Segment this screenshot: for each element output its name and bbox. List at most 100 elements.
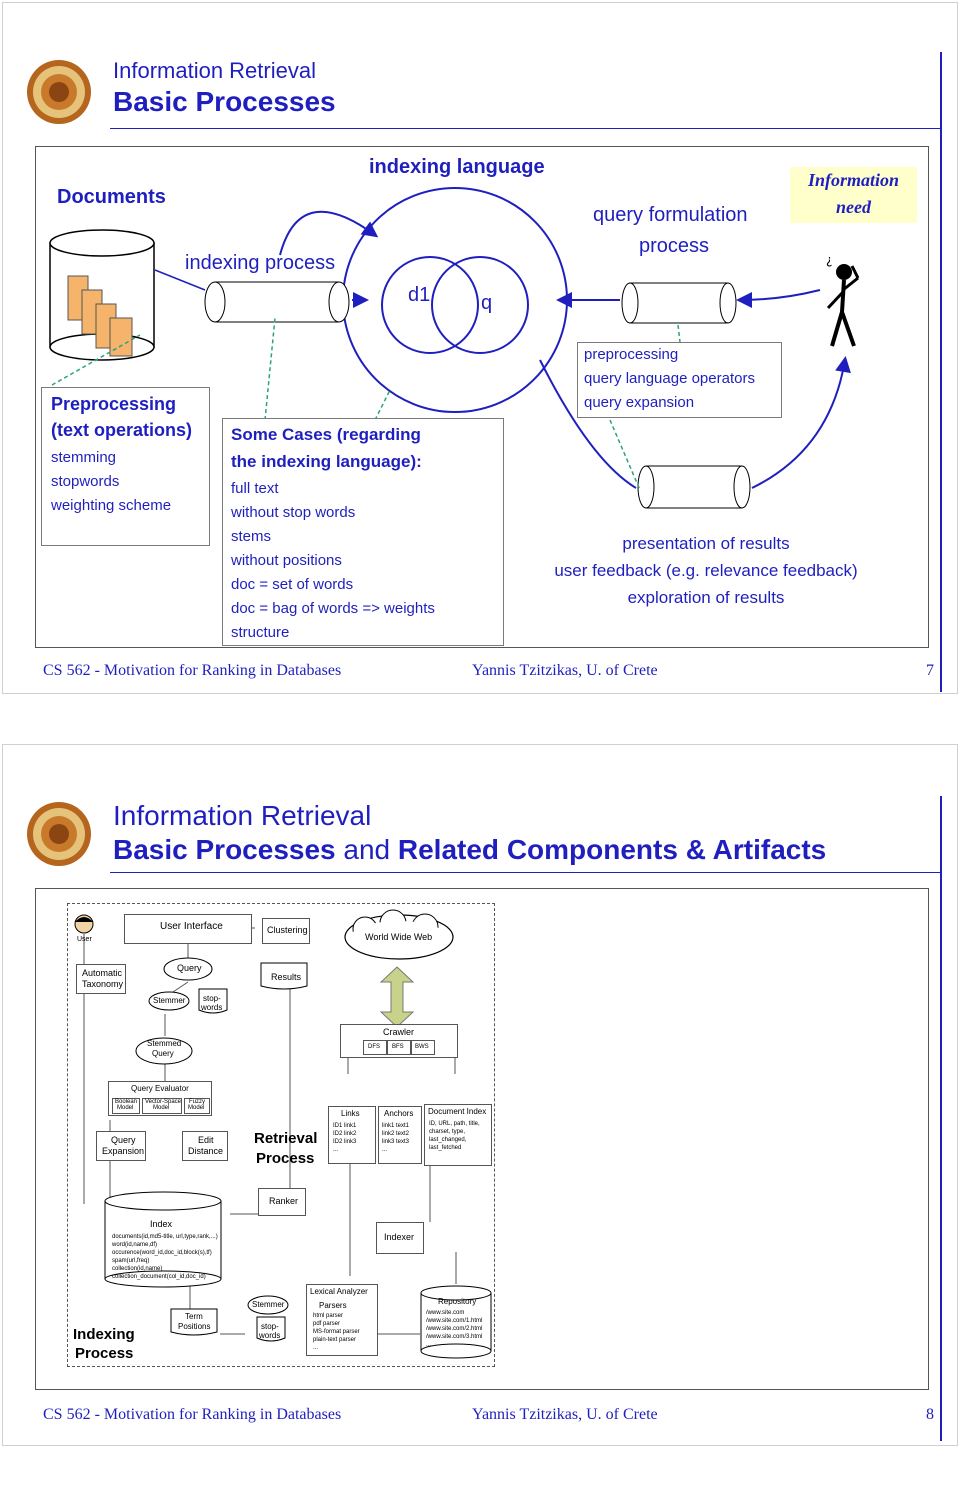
world-wide-web-label: World Wide Web xyxy=(365,932,433,942)
stopwords-indexing-label-1: stop- xyxy=(261,1322,279,1331)
index-row: occurence(word_id,doc_id,block(s),tf) xyxy=(112,1250,212,1256)
repository-row: /www.site.com/1.html xyxy=(426,1318,483,1324)
anchors-row: link1 text1 xyxy=(382,1123,410,1129)
slide-2-title: Basic Processes and Related Components &… xyxy=(113,834,826,866)
indexing-process-label-2: Process xyxy=(75,1345,134,1362)
edit-distance-label-2: Distance xyxy=(188,1146,224,1156)
parser-row: pdf parser xyxy=(313,1321,341,1327)
index-row: spam(url,freq) xyxy=(112,1258,150,1264)
bws-box: BWS xyxy=(411,1040,435,1055)
indexing-language-label: indexing language xyxy=(369,156,545,178)
case-item: structure xyxy=(231,624,290,641)
slide-1-footer-course: CS 562 - Motivation for Ranking in Datab… xyxy=(43,662,342,679)
links-row: ... xyxy=(333,1147,339,1153)
repository-row: /www.site.com/2.html xyxy=(426,1326,483,1332)
user-interface-label: User Interface xyxy=(160,921,223,932)
presentation-pipe-icon xyxy=(637,465,751,509)
stopwords-indexing-document-icon xyxy=(256,1316,286,1342)
crawl-arrow-icon xyxy=(380,966,414,1028)
document-index-row: ID, URL, path, title, xyxy=(429,1121,480,1127)
stemmed-query-label-1: Stemmed xyxy=(147,1039,182,1048)
dfs-label: DFS xyxy=(368,1044,380,1050)
automatic-taxonomy-label-1: Automatic xyxy=(82,968,123,978)
stopwords-document-icon xyxy=(198,988,228,1014)
clustering-box: Clustering xyxy=(262,918,310,944)
slide-1-page-number: 7 xyxy=(926,662,934,679)
query-evaluator-label: Query Evaluator xyxy=(131,1084,189,1093)
user-label: User xyxy=(77,936,92,943)
stopwords-indexing-label-2: words xyxy=(259,1331,281,1340)
lexical-analyzer-box: Lexical Analyzer Parsers html parser pdf… xyxy=(306,1284,378,1356)
repository-database-icon xyxy=(420,1285,492,1359)
slide-1-title-rule xyxy=(110,128,942,129)
stemmed-query-ellipse xyxy=(135,1037,193,1065)
stopwords-label-1: stop- xyxy=(203,994,221,1003)
links-table: Links ID1 link1 ID2 link2 ID2 link3 ... xyxy=(328,1106,376,1164)
query-op-item: query expansion xyxy=(584,394,695,411)
parser-row: ... xyxy=(313,1345,319,1351)
slide-1-right-rule xyxy=(940,52,942,692)
stopwords-label-2: words xyxy=(201,1003,223,1012)
links-row: ID2 link3 xyxy=(333,1139,357,1145)
repository-label: Repository xyxy=(438,1297,477,1306)
ranker-label: Ranker xyxy=(269,1196,299,1206)
retrieval-process-label-2: Process xyxy=(256,1150,315,1167)
slide-2-footer-course: CS 562 - Motivation for Ranking in Datab… xyxy=(43,1406,342,1423)
document-index-row: last_fetched xyxy=(429,1145,462,1151)
thinking-person-icon: ¿ xyxy=(826,253,860,347)
automatic-taxonomy-box: Automatic Taxonomy xyxy=(76,964,126,994)
slide-1-title: Basic Processes xyxy=(113,86,336,117)
slide-2-subtitle: Information Retrieval xyxy=(113,800,372,831)
results-line: exploration of results xyxy=(627,588,785,607)
vector-space-label-2: Model xyxy=(153,1105,170,1111)
preprocessing-item: weighting scheme xyxy=(51,497,172,514)
indexing-cases-box: Some Cases (regarding the indexing langu… xyxy=(222,418,504,646)
indexer-label: Indexer xyxy=(384,1232,415,1242)
query-expansion-label-2: Expansion xyxy=(102,1146,145,1156)
indexing-process-pipe-icon xyxy=(204,281,350,323)
parser-row: MS-format parser xyxy=(313,1329,360,1335)
stemmer-ellipse xyxy=(148,991,190,1011)
svg-text:¿: ¿ xyxy=(826,253,832,267)
information-need-line1: Information xyxy=(807,170,900,190)
d1-label: d1 xyxy=(408,284,431,306)
case-item: without stop words xyxy=(231,504,356,521)
repository-row: /www.site.com xyxy=(426,1310,465,1316)
results-line: user feedback (e.g. relevance feedback) xyxy=(554,561,858,580)
anchors-row: link2 text2 xyxy=(382,1131,410,1137)
case-item: doc = bag of words => weights xyxy=(231,600,435,617)
slide-2-title-rule xyxy=(110,872,942,873)
bws-label: BWS xyxy=(415,1044,429,1050)
query-formulation-pipe-icon xyxy=(621,282,737,324)
fuzzy-model-label-1: Fuzzy xyxy=(189,1099,206,1105)
case-item: stems xyxy=(231,528,272,545)
document-index-label: Document Index xyxy=(428,1107,487,1116)
indexing-process-label-1: Indexing xyxy=(73,1326,135,1343)
slide-1-frame xyxy=(2,2,958,694)
links-row: ID1 link1 xyxy=(333,1123,357,1129)
crawler-box: Crawler DFS BFS BWS xyxy=(340,1024,458,1058)
cases-title-1: Some Cases (regarding xyxy=(231,425,421,444)
results-text-block: presentation of results user feedback (e… xyxy=(520,530,892,611)
boolean-model-label-2: Model xyxy=(117,1105,134,1111)
slide-1-footer-author: Yannis Tzitzikas, U. of Crete xyxy=(472,662,658,679)
anchors-row: link3 text3 xyxy=(382,1139,410,1145)
parser-row: plain-text parser xyxy=(313,1337,357,1343)
query-formulation-process-label: process xyxy=(639,235,710,257)
parsers-label: Parsers xyxy=(319,1301,347,1310)
user-interface-box: User Interface xyxy=(124,914,252,944)
ranker-box: Ranker xyxy=(258,1188,306,1216)
slide-2-frame xyxy=(2,744,958,1446)
indexing-process-label: indexing process xyxy=(185,252,336,274)
anchors-table: Anchors link1 text1 link2 text2 link3 te… xyxy=(378,1106,422,1164)
index-row: collection_document(col_id,doc_id) xyxy=(112,1274,206,1280)
term-positions-label-2: Positions xyxy=(178,1322,211,1331)
query-op-item: query language operators xyxy=(584,370,755,387)
parser-row: html parser xyxy=(313,1313,344,1319)
results-document-icon xyxy=(260,962,308,990)
q-label: q xyxy=(481,292,493,314)
edit-distance-box: Edit Distance xyxy=(182,1131,228,1161)
query-operations-box: preprocessing query language operators q… xyxy=(577,342,782,418)
university-seal-logo xyxy=(27,802,91,866)
